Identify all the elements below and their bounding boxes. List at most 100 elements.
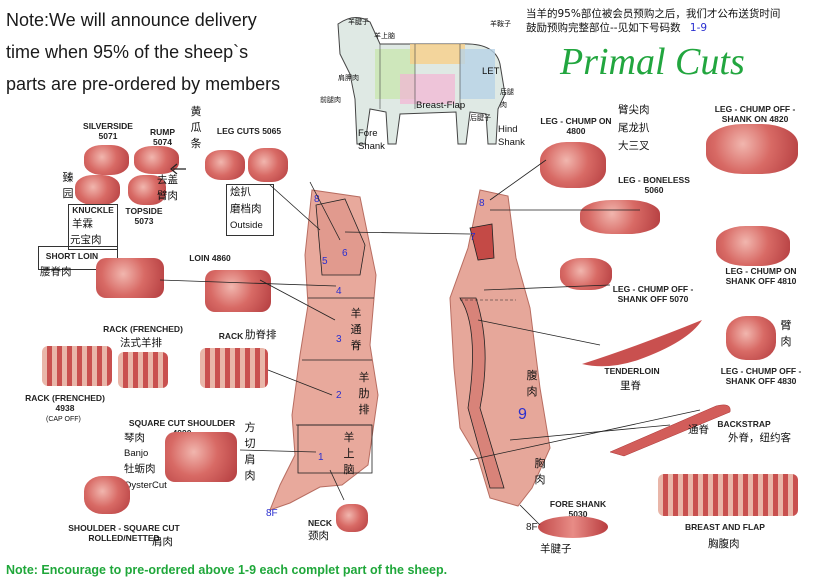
loin-label: LOIN 4860 xyxy=(189,253,231,263)
topside-meat xyxy=(128,175,166,205)
leg-chump-on-shank-off-meat xyxy=(716,226,790,266)
rack-frenched-2-name: RACK (FRENCHED) xyxy=(25,393,105,403)
knuckle-label: KNUCKLE xyxy=(72,205,114,215)
carcass-left-num-5: 5 xyxy=(322,256,328,267)
cn-fu: 腹 肉 xyxy=(526,369,538,398)
leg-chump-off-5070-label: LEG - CHUMP OFF - SHANK OFF 5070 xyxy=(598,284,708,304)
square-cut-shoulder-name: SQUARE CUT SHOULDER xyxy=(128,418,236,428)
backstrap-meat xyxy=(609,404,731,457)
rump-code: 5074 xyxy=(153,137,172,147)
leg-chump-off-4830-name: LEG - CHUMP OFF - xyxy=(720,366,802,376)
silverside-name: SILVERSIDE xyxy=(83,121,133,131)
tenderloin-label: TENDERLOIN xyxy=(604,366,660,376)
diagram-label-anzi: 羊鞍子 xyxy=(490,20,511,28)
leg-chump-off-shank-on-code: SHANK ON 4820 xyxy=(721,114,789,124)
cn-yangba: 羊霖 xyxy=(72,218,93,230)
cn-huanbai: 烩扒 xyxy=(230,186,251,198)
cn-header-line-1: 当羊的95%部位被会员预购之后，我们才公布送货时间 xyxy=(526,8,781,20)
leg-cuts-label: LEG CUTS 5065 xyxy=(216,126,282,136)
leg-chump-on-shank-off-code: SHANK OFF 4810 xyxy=(725,276,797,286)
oystercut-label: OysterCut xyxy=(124,480,167,491)
fore-shank-name: FORE SHANK xyxy=(549,499,607,509)
rack-frenched-2-label: RACK (FRENCHED) 4938 xyxy=(20,393,110,413)
cn-yuanbao: 元宝肉 xyxy=(70,234,102,246)
backstrap-label: BACKSTRAP xyxy=(717,419,771,429)
diagram-label-yangjianzi: 羊腱子 xyxy=(348,18,369,26)
rack-frenched-meat-1 xyxy=(42,346,112,386)
diagram-label-shangnao: 羊上脑 xyxy=(374,32,395,40)
leg-chump-off-4830-meat xyxy=(726,316,776,360)
cn-bijian: 臂尖肉 xyxy=(618,104,650,116)
diagram-label-jianjia: 肩胛肉 xyxy=(338,74,359,82)
rack-frenched-2-code: 4938 xyxy=(55,403,75,413)
leg-chump-off-4830-code: SHANK OFF 4830 xyxy=(725,376,797,386)
leg-chump-off-shank-on-meat xyxy=(706,124,798,174)
cn-muli: 牡蛎肉 xyxy=(124,463,156,475)
leg-boneless-code: 5060 xyxy=(644,185,664,195)
leg-chump-on-name: LEG - CHUMP ON xyxy=(540,116,612,126)
cn-dasancha: 大三叉 xyxy=(618,140,650,152)
knuckle-meat xyxy=(75,175,120,205)
silverside-label: SILVERSIDE 5071 xyxy=(78,121,138,141)
short-loin-label: SHORT LOIN xyxy=(45,251,99,261)
diagram-label-fore: Fore xyxy=(358,128,378,139)
leg-chump-on-code: 4800 xyxy=(566,126,586,136)
rack-frenched-label: RACK (FRENCHED) xyxy=(103,324,183,334)
cn-bi: 臂 肉 xyxy=(780,319,792,348)
breast-flap-meat xyxy=(658,474,798,516)
carcass-left-num-6: 6 xyxy=(342,248,348,259)
intro-line-2: time when 95% of the sheep`s xyxy=(6,42,249,62)
leg-cuts-box xyxy=(226,184,274,236)
rack-label: RACK xyxy=(218,331,244,341)
shoulder-rolled-name-2: ROLLED/NETTED xyxy=(88,533,160,543)
diagram-label-hind: Hind xyxy=(498,124,518,135)
cn-yanglepai: 羊 肋 排 xyxy=(358,371,370,416)
breast-flap-label: BREAST AND FLAP xyxy=(685,522,765,532)
rump-name: RUMP xyxy=(149,127,176,137)
cn-taiyuan: 臻 园 xyxy=(62,171,74,200)
shoulder-rolled-label: SHOULDER - SQUARE CUT ROLLED/NETTED xyxy=(64,523,184,543)
cn-jingrou: 颈肉 xyxy=(308,530,329,542)
diagram-label-shank: Shank xyxy=(358,141,385,152)
cn-modangrou: 磨档肉 xyxy=(230,203,262,215)
intro-note: Note:We will announce delivery time when… xyxy=(6,4,280,100)
cn-jianrou: 肩肉 xyxy=(152,536,173,548)
carcass-right-num-8: 8 xyxy=(479,198,485,209)
diagram-label-hind-shank: Shank xyxy=(498,137,525,148)
cn-header-range: 1-9 xyxy=(689,22,708,34)
shoulder-rolled-meat xyxy=(84,476,130,514)
arrow-left-icon xyxy=(170,163,186,175)
cn-fangqie: 方 切 肩 肉 xyxy=(244,421,256,482)
topside-name: TOPSIDE xyxy=(125,206,163,216)
intro-line-3: parts are pre-ordered by members xyxy=(6,74,281,94)
leg-boneless-label: LEG - BONELESS 5060 xyxy=(610,175,698,195)
carcass-left-num-8: 8 xyxy=(314,194,320,205)
carcass-left-num-8f: 8F xyxy=(266,508,278,519)
knuckle-box xyxy=(68,204,118,250)
intro-line-1: Note:We will announce delivery xyxy=(6,10,257,30)
carcass-right-num-8f: 8F xyxy=(526,522,538,533)
cn-yaojirou: 腰脊肉 xyxy=(40,266,72,278)
diagram-label-houjianzi: 后腱子 xyxy=(470,114,491,122)
fore-shank-code: 5030 xyxy=(568,509,588,519)
leg-chump-on-meat xyxy=(540,142,606,188)
cn-yangshangnao: 羊 上 脑 xyxy=(343,431,355,476)
fore-shank-meat xyxy=(538,516,608,538)
carcass-left-graphic xyxy=(269,189,379,511)
leg-boneless-meat xyxy=(580,200,660,234)
leg-chump-on-shank-off-name: LEG - CHUMP ON xyxy=(725,266,797,276)
cap-off-label: (CAP OFF) xyxy=(46,416,81,423)
cn-leijipai: 肋脊排 xyxy=(245,329,277,341)
carcass-left-num-4: 4 xyxy=(336,286,342,297)
carcass-right-graphic xyxy=(449,189,551,507)
tenderloin-meat xyxy=(582,320,702,367)
leg-cuts-meat-2 xyxy=(248,148,288,182)
cn-liji: 里脊 xyxy=(620,380,641,392)
leg-chump-off-5070-meat xyxy=(560,258,612,290)
leg-chump-on-shank-off-label: LEG - CHUMP ON SHANK OFF 4810 xyxy=(706,266,816,286)
cn-fashiyangpai: 法式羊排 xyxy=(120,337,162,349)
rump-label: RUMP 5074 xyxy=(145,127,180,147)
outside-label: Outside xyxy=(230,220,263,231)
sheep-diagram: 羊腱子 羊上脑 肩胛肉 前腿肉 Fore Shank Breast-Flap L… xyxy=(310,4,525,154)
rack-frenched-meat-2 xyxy=(118,352,168,388)
